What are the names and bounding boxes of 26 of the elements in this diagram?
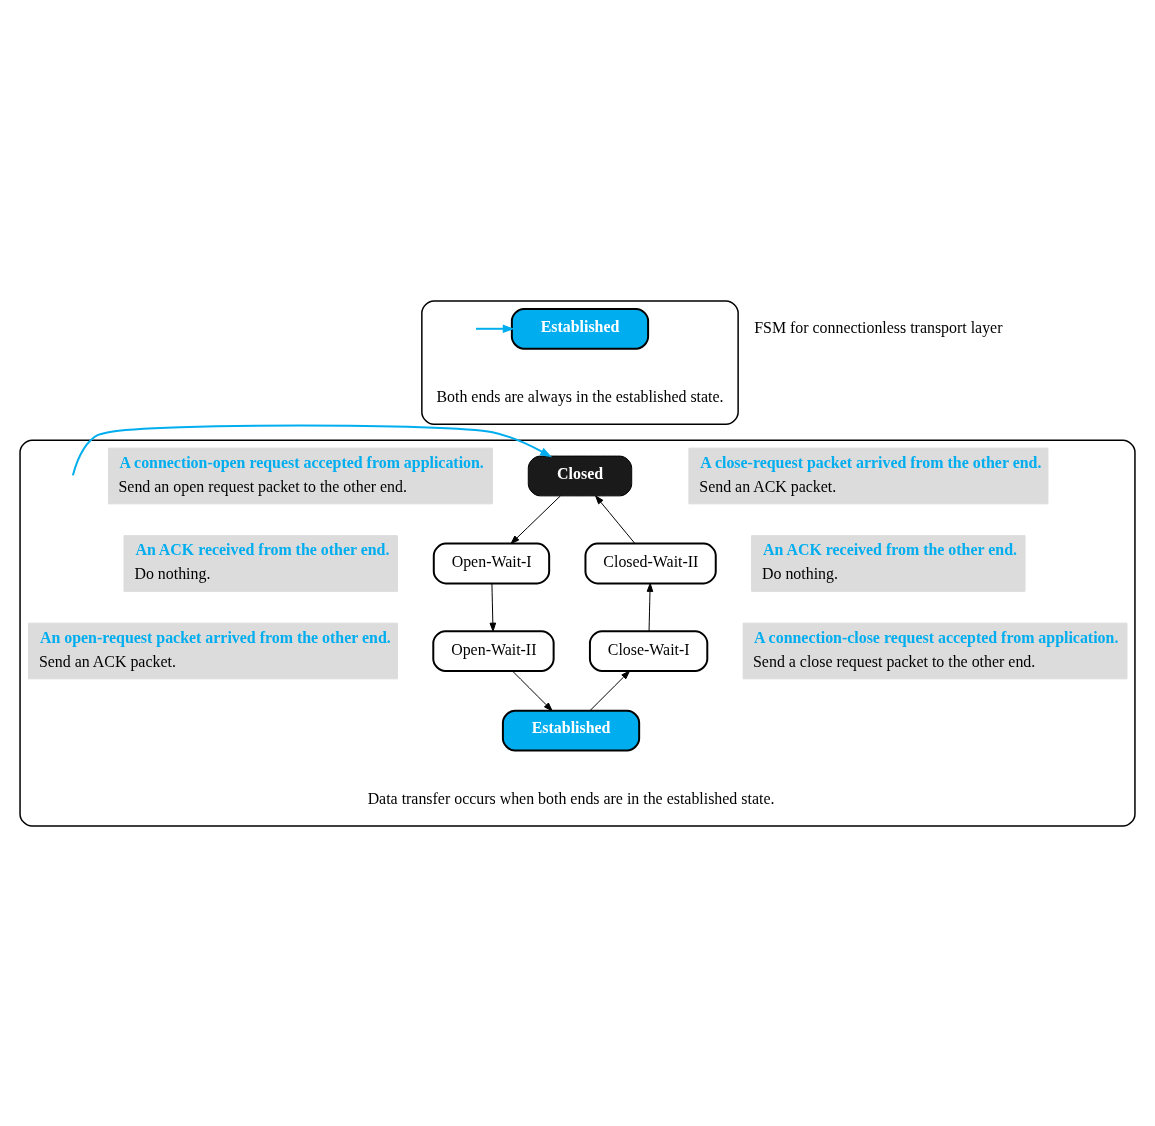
arrow	[71, 424, 553, 476]
node-box: Closed-Wait-II	[584, 542, 717, 584]
node-box: An open-request packet arrived from the other end. Send an ACK packet.	[28, 622, 398, 679]
node-box: Closed	[527, 455, 633, 496]
node-box: Established	[510, 307, 650, 350]
node-box: A connection-close request accepted from application. Send a close request packet to the other end.	[742, 622, 1128, 679]
node-box: An ACK received from the other end. Do nothing.	[751, 534, 1026, 592]
arrow	[646, 582, 654, 632]
arrow	[589, 670, 630, 711]
node-box: A close-request packet arrived from the other end. Send an ACK packet.	[688, 447, 1049, 504]
node-box: An ACK received from the other end. Do nothing.	[123, 534, 398, 592]
arrow	[489, 582, 497, 632]
arrow	[595, 494, 636, 544]
arrow	[512, 670, 553, 711]
node-label: Data transfer occurs when both ends are in the established state.	[367, 789, 775, 807]
arrow	[510, 494, 561, 544]
node-box: Close-Wait-I	[588, 629, 709, 672]
node-box: Open-Wait-II	[432, 629, 555, 672]
node-label: Both ends are always in the established state.	[436, 387, 724, 405]
node-box: A connection-open request accepted from application. Send an open request packet to the other end.	[108, 447, 493, 504]
cluster	[421, 299, 739, 425]
node-box: Established	[501, 709, 641, 751]
cluster	[19, 438, 1136, 827]
label: FSM for connectionless transport layer	[754, 318, 1003, 336]
node-box: Open-Wait-I	[432, 542, 551, 584]
arrow	[474, 324, 515, 333]
